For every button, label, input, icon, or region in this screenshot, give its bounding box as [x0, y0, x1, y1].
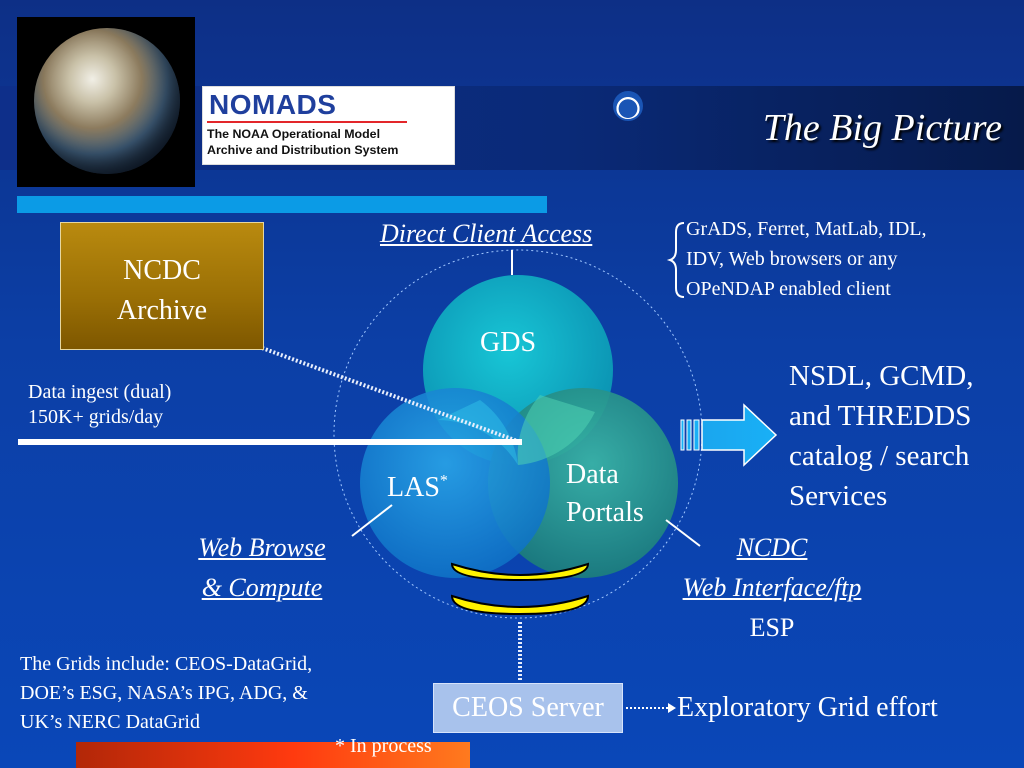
grids-note: The Grids include: CEOS-DataGrid, DOE’s …	[20, 650, 312, 737]
catalog-line4: Services	[789, 480, 888, 512]
archive-connector	[261, 346, 521, 444]
grids-note-line3: UK’s NERC DataGrid	[20, 711, 200, 733]
ncdc-archive-box: NCDC Archive	[60, 222, 264, 350]
ncdc-archive-line1: NCDC	[123, 255, 201, 286]
exploratory-arrowhead-icon	[668, 703, 676, 713]
logo-divider	[207, 121, 407, 123]
ncdc-web-label: NCDC Web Interface/ftp ESP	[650, 528, 894, 648]
ceos-server-box: CEOS Server	[433, 683, 623, 733]
catalog-services-label: NSDL, GCMD, and THREDDS catalog / search…	[789, 356, 974, 516]
logo-subtitle: The NOAA Operational Model Archive and D…	[207, 126, 452, 158]
web-browse-compute-link[interactable]: & Compute	[201, 573, 323, 602]
las-text: LAS	[387, 472, 440, 503]
nomads-logo: NOMADS The NOAA Operational Model Archiv…	[202, 86, 643, 165]
data-ingest-label: Data ingest (dual) 150K+ grids/day	[28, 380, 171, 430]
earth-globe-icon	[34, 28, 180, 174]
grids-note-line1: The Grids include: CEOS-DataGrid,	[20, 653, 313, 675]
logo-subtitle-line2: Archive and Distribution System	[207, 143, 399, 157]
clients-list: GrADS, Ferret, MatLab, IDL, IDV, Web bro…	[686, 214, 927, 304]
web-browse-label: Web Browse & Compute	[170, 528, 354, 608]
gds-portals-overlap	[517, 395, 595, 465]
catalog-line2: and THREDDS	[789, 400, 972, 432]
page-title: The Big Picture	[762, 107, 1002, 149]
data-ingest-line1: Data ingest (dual)	[28, 381, 172, 403]
data-portals-line2: Portals	[566, 497, 644, 528]
direct-client-access-link[interactable]: Direct Client Access	[380, 219, 593, 248]
catalog-arrow-icon	[680, 403, 778, 467]
footnote: * In process	[335, 735, 432, 757]
footer-bar	[76, 742, 470, 768]
accent-bar	[17, 196, 547, 213]
web-browse-link[interactable]: Web Browse	[198, 533, 326, 562]
data-portals-line1: Data	[566, 459, 619, 490]
clients-brace	[666, 222, 685, 298]
las-asterisk: *	[439, 472, 448, 490]
ncdc-web-pointer	[665, 519, 701, 547]
logo-subtitle-line1: The NOAA Operational Model	[207, 127, 381, 141]
catalog-line1: NSDL, GCMD,	[789, 360, 974, 392]
grids-note-line2: DOE’s ESG, NASA’s IPG, ADG, &	[20, 682, 308, 704]
yellow-disc-top	[450, 562, 590, 582]
ncdc-archive-line2: Archive	[116, 295, 208, 326]
yellow-disc-bottom	[450, 594, 590, 616]
web-browse-pointer	[351, 504, 393, 537]
las-circle	[360, 388, 550, 578]
clients-line2: IDV, Web browsers or any	[686, 248, 898, 270]
data-ingest-line2: 150K+ grids/day	[28, 406, 164, 428]
clients-line3: OPeNDAP enabled client	[686, 278, 891, 300]
clients-line1: GrADS, Ferret, MatLab, IDL,	[686, 218, 927, 240]
gds-las-overlap	[438, 400, 518, 465]
ncdc-link[interactable]: NCDC	[736, 533, 808, 562]
esp-label: ESP	[749, 613, 795, 642]
ncdc-web-ftp-link[interactable]: Web Interface/ftp	[682, 573, 862, 602]
logo-title: NOMADS	[209, 89, 337, 120]
catalog-line3: catalog / search	[789, 440, 970, 472]
las-label: LAS*	[387, 472, 448, 504]
gds-label: GDS	[480, 327, 537, 358]
noaa-seal-icon	[613, 91, 643, 121]
data-portals-label: Data Portals	[566, 456, 644, 532]
exploratory-grid-label: Exploratory Grid effort	[677, 692, 938, 723]
